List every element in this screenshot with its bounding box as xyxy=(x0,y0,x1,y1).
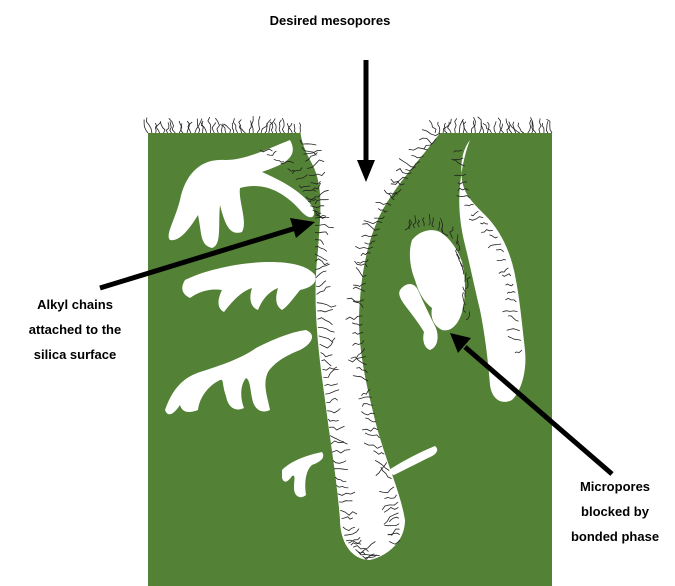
alkyl-chain xyxy=(513,122,516,133)
label-micropores-line-2: blocked by xyxy=(555,499,675,524)
alkyl-chain xyxy=(528,120,531,133)
alkyl-chain xyxy=(212,123,216,134)
alkyl-chain xyxy=(542,123,544,133)
label-desired-mesopores: Desired mesopores xyxy=(230,8,430,33)
alkyl-chain xyxy=(294,124,296,133)
alkyl-chain xyxy=(201,123,206,134)
label-alkyl-chains-line-2: attached to the xyxy=(0,317,150,342)
alkyl-chain xyxy=(546,121,548,133)
alkyl-chain xyxy=(444,123,447,133)
alkyl-chain xyxy=(539,119,541,134)
alkyl-chain xyxy=(249,121,251,133)
alkyl-chain xyxy=(181,123,183,133)
alkyl-chain xyxy=(166,122,169,133)
alkyl-chain xyxy=(455,118,457,133)
alkyl-chain xyxy=(146,117,152,133)
alkyl-chain xyxy=(160,121,165,133)
alkyl-chain xyxy=(208,117,211,133)
alkyl-chain xyxy=(170,121,172,133)
alkyl-chain xyxy=(232,123,233,133)
alkyl-chain xyxy=(252,116,254,133)
alkyl-chain xyxy=(279,120,281,133)
label-micropores-line-3: bonded phase xyxy=(555,524,675,549)
alkyl-chain xyxy=(518,123,524,133)
alkyl-chain xyxy=(195,119,202,134)
label-alkyl-chains: Alkyl chains attached to the silica surf… xyxy=(0,292,150,367)
alkyl-chain xyxy=(299,123,300,133)
alkyl-chain xyxy=(257,116,260,133)
alkyl-chain xyxy=(265,123,267,133)
alkyl-chain xyxy=(215,118,219,133)
label-desired-mesopores-line: Desired mesopores xyxy=(230,8,430,33)
alkyl-chain xyxy=(220,124,222,133)
alkyl-chain xyxy=(487,122,489,133)
alkyl-chain xyxy=(282,118,284,133)
alkyl-chain xyxy=(498,118,504,133)
alkyl-chain xyxy=(478,117,482,133)
label-alkyl-chains-line-1: Alkyl chains xyxy=(0,292,150,317)
alkyl-chain xyxy=(464,122,468,133)
alkyl-chain xyxy=(494,121,496,133)
alkyl-chain xyxy=(270,122,273,133)
label-micropores: Micropores blocked by bonded phase xyxy=(555,474,675,549)
label-micropores-line-1: Micropores xyxy=(555,474,675,499)
arrow-mesopores xyxy=(357,60,375,182)
alkyl-chain xyxy=(239,125,245,133)
alkyl-chain xyxy=(156,122,161,133)
alkyl-chain xyxy=(274,123,277,133)
alkyl-chain xyxy=(483,124,492,134)
label-alkyl-chains-line-3: silica surface xyxy=(0,342,150,367)
